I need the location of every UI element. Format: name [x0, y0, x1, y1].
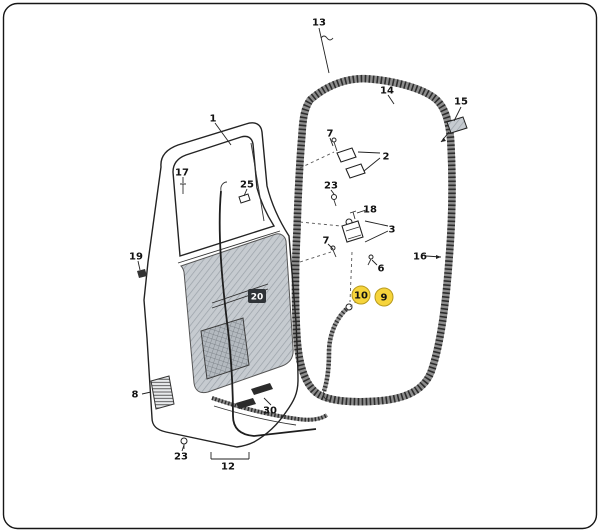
svg-text:10: 10 [354, 291, 368, 302]
callout-18: 18 [363, 205, 377, 216]
door-check [330, 210, 374, 266]
clip-15 [446, 116, 468, 134]
svg-text:18: 18 [363, 205, 377, 216]
small-parts [137, 35, 468, 449]
spring-13 [320, 35, 334, 41]
lock-rod [218, 181, 317, 437]
callout-14: 14 [380, 86, 394, 97]
svg-text:15: 15 [454, 97, 468, 108]
door-outline [143, 122, 299, 448]
svg-text:17: 17 [175, 168, 189, 179]
svg-text:8: 8 [132, 390, 139, 401]
callout-2: 2 [383, 152, 390, 163]
callout-7: 7 [327, 129, 334, 140]
callout-8: 8 [132, 390, 139, 401]
svg-text:2: 2 [383, 152, 390, 163]
vent-grille [150, 375, 175, 410]
svg-text:16: 16 [413, 252, 427, 263]
callout-25: 25 [240, 180, 254, 191]
callout-16: 16 [413, 252, 427, 263]
callout-23: 23 [174, 452, 188, 463]
part-25 [238, 193, 251, 204]
callout-layer: 1 13 14 15 7 2 17 25 23 18 3 7 6 19 16 20 10 9 8 30 23 12 [129, 18, 468, 473]
svg-text:6: 6 [378, 264, 385, 275]
callout-13: 13 [312, 18, 326, 29]
callout-19: 19 [129, 252, 143, 263]
svg-text:23: 23 [174, 452, 188, 463]
svg-text:23: 23 [324, 181, 338, 192]
window-frame [172, 135, 281, 264]
callout-7: 7 [323, 236, 330, 247]
callout-15: 15 [454, 97, 468, 108]
callout-10: 10 [351, 285, 371, 305]
bolt-23 [331, 194, 337, 200]
svg-text:7: 7 [327, 129, 334, 140]
callout-30: 30 [263, 406, 277, 417]
nut-23 [180, 437, 188, 445]
svg-text:3: 3 [389, 225, 396, 236]
leader-lines [137, 27, 462, 460]
svg-text:7: 7 [323, 236, 330, 247]
svg-text:9: 9 [381, 293, 388, 304]
bolt-17 [180, 183, 186, 194]
svg-text:12: 12 [221, 462, 235, 473]
callout-17: 17 [175, 168, 189, 179]
svg-text:1: 1 [210, 114, 217, 125]
check-cable [321, 303, 353, 401]
svg-text:14: 14 [380, 86, 394, 97]
svg-text:20: 20 [251, 293, 264, 303]
callout-23: 23 [324, 181, 338, 192]
svg-text:25: 25 [240, 180, 254, 191]
svg-text:13: 13 [312, 18, 326, 29]
door-seal [291, 74, 456, 406]
svg-text:30: 30 [263, 406, 277, 417]
callout-9: 9 [374, 287, 394, 307]
callout-12: 12 [221, 462, 235, 473]
callout-1: 1 [210, 114, 217, 125]
seal-strips-30 [236, 383, 273, 409]
part-19 [137, 269, 147, 278]
pin-18 [349, 210, 357, 220]
speaker-mesh [200, 317, 250, 380]
callout-6: 6 [378, 264, 385, 275]
bolt-6 [368, 254, 374, 260]
callout-20: 20 [248, 289, 266, 303]
hinge-upper [331, 137, 366, 207]
svg-text:19: 19 [129, 252, 143, 263]
vent-window-divider [250, 142, 265, 222]
callout-3: 3 [389, 225, 396, 236]
